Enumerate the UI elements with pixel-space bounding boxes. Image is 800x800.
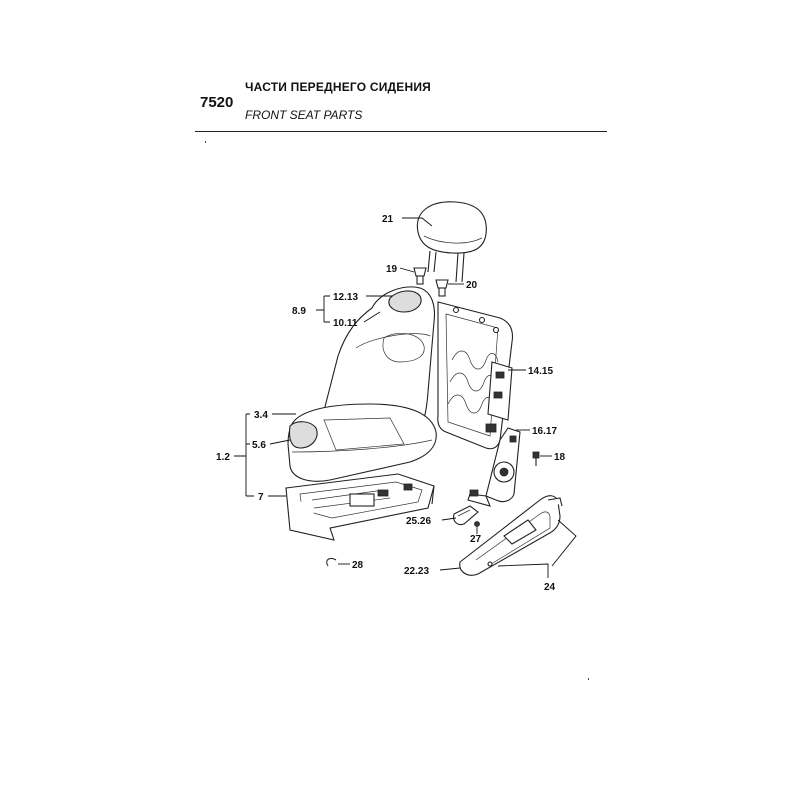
headrest [416,201,487,283]
side-trim-cover [459,495,563,576]
bolt [532,451,540,466]
callout-16-17: 16.17 [532,426,557,437]
callout-10-11: 10.11 [333,318,358,329]
callout-21: 21 [382,214,394,225]
callout-20: 20 [466,280,478,291]
callout-14-15: 14.15 [528,366,553,377]
header-tick-mark [205,141,206,143]
header-rule [195,131,607,132]
callout-25-26: 25.26 [406,516,431,527]
headrest-guide-left [413,267,427,285]
seat-pan-frame [285,473,435,541]
callout-24: 24 [544,582,556,593]
callout-19: 19 [386,264,398,275]
screw [474,521,480,527]
callout-3-4: 3.4 [254,410,268,421]
title-russian: ЧАСТИ ПЕРЕДНЕГО СИДЕНИЯ [245,80,431,94]
leader-lines [234,217,577,578]
recliner-mechanism [467,427,521,507]
headrest-guide-right [435,279,449,297]
callout-18: 18 [554,452,566,463]
title-english: FRONT SEAT PARTS [245,108,363,122]
seat-back-frame [437,301,514,450]
callout-1-2: 1.2 [216,452,230,463]
callout-8-9: 8.9 [292,306,306,317]
callout-28: 28 [352,560,364,571]
callout-5-6: 5.6 [252,440,266,451]
recline-lever [453,505,479,526]
callout-27: 27 [470,534,482,545]
corner-tick-mark [588,678,589,680]
callout-22-23: 22.23 [404,566,429,577]
seat-cushion [287,403,437,482]
section-number: 7520 [200,94,234,111]
callout-labels: 21 19 20 12.13 8.9 10.11 14.15 3.4 1.2 5… [216,214,566,593]
callout-12-13: 12.13 [333,292,358,303]
clip [326,557,337,567]
callout-7: 7 [258,492,264,503]
